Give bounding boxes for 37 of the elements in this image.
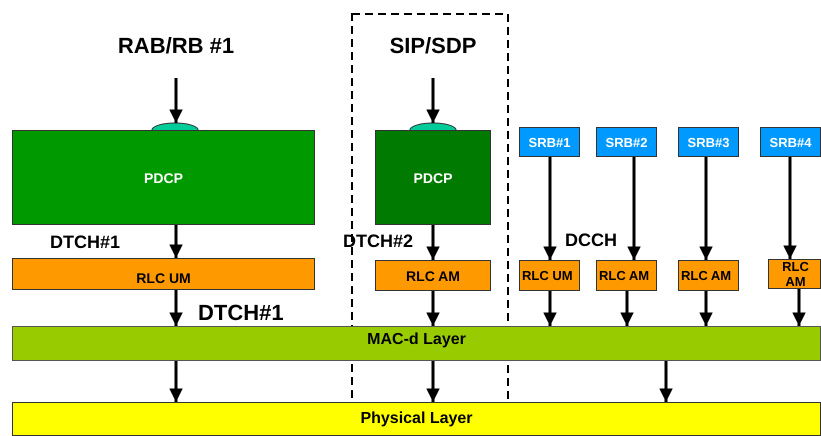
channel-label: DTCH#1: [198, 300, 284, 326]
layer-bar: Physical Layer: [12, 402, 821, 436]
arrow: [620, 291, 634, 326]
arrow: [659, 361, 673, 402]
arrow: [426, 78, 440, 123]
arrow: [543, 291, 557, 326]
protocol-layer-box: RLC UM: [12, 258, 315, 290]
radio-bearer-box: SRB#2: [596, 127, 657, 157]
channel-label: DTCH#2: [343, 231, 414, 252]
radio-bearer-box: SRB#4: [760, 127, 821, 157]
channel-label: DCCH: [565, 230, 617, 251]
arrow: [783, 157, 797, 259]
arrow: [627, 157, 641, 260]
arrow: [169, 290, 183, 326]
protocol-layer-box: PDCP: [12, 130, 315, 225]
arrow: [426, 225, 440, 260]
protocol-layer-box: RLC UM: [519, 260, 580, 291]
protocol-layer-box: RLC AM: [678, 260, 739, 291]
layer-bar: MAC-d Layer: [12, 326, 821, 361]
radio-bearer-box: SRB#3: [678, 127, 739, 157]
heading-text: SIP/SDP: [373, 28, 493, 64]
protocol-layer-box: PDCP: [375, 130, 491, 225]
protocol-layer-box: RLC AM: [375, 260, 491, 291]
arrow: [169, 361, 183, 402]
protocol-layer-box: RLC AM: [768, 259, 821, 289]
arrow: [169, 225, 183, 258]
arrow: [169, 78, 183, 123]
radio-bearer-box: SRB#1: [519, 127, 580, 157]
protocol-layer-box: RLC AM: [596, 260, 657, 291]
arrow: [543, 157, 557, 260]
arrow: [426, 291, 440, 326]
arrow: [792, 289, 806, 326]
channel-label: DTCH#1: [50, 232, 120, 253]
arrow: [426, 361, 440, 402]
arrow: [699, 291, 713, 326]
arrow: [699, 157, 713, 260]
heading-text: RAB/RB #1: [96, 28, 256, 64]
